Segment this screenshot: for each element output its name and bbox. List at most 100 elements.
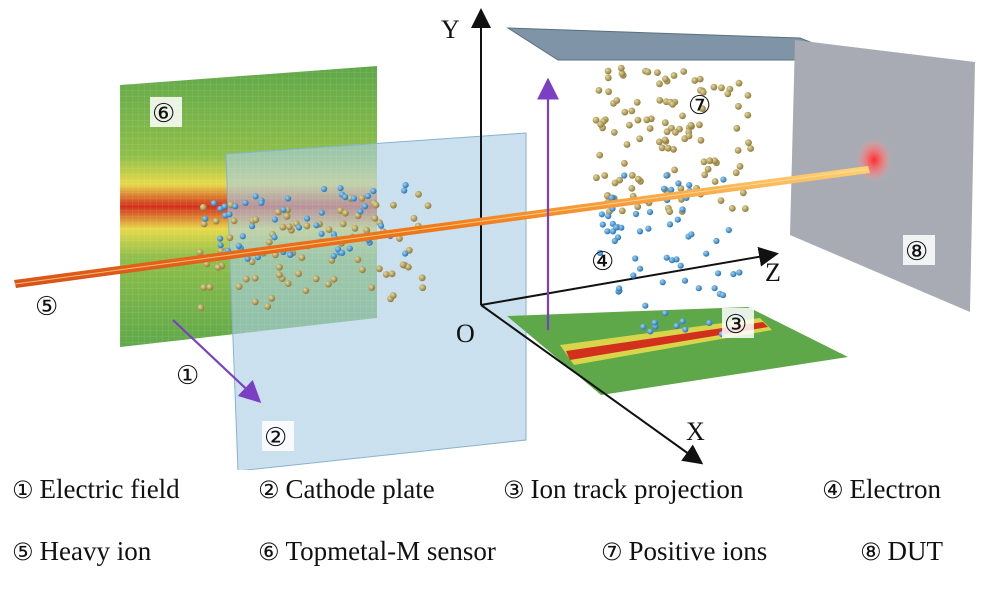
- positive-ion: [242, 275, 250, 283]
- positive-ion: [368, 284, 376, 291]
- legend-num: ①: [12, 476, 34, 504]
- electron: [330, 252, 337, 260]
- positive-ion: [661, 136, 669, 144]
- positive-ion: [252, 216, 260, 224]
- positive-ion: [680, 68, 688, 75]
- positive-ion: [295, 270, 302, 278]
- positive-ion: [679, 112, 686, 120]
- positive-ion: [330, 275, 338, 283]
- positive-ion: [677, 185, 685, 192]
- electron: [364, 192, 372, 200]
- electron: [242, 199, 249, 206]
- callout-8: ⑧: [905, 237, 928, 267]
- electron: [668, 257, 676, 264]
- positive-ion: [634, 116, 642, 124]
- electron: [402, 250, 409, 257]
- positive-ion: [741, 205, 749, 213]
- positive-ion: [621, 108, 629, 116]
- electron: [254, 254, 261, 261]
- legend-num: ④: [822, 476, 844, 504]
- electron: [636, 228, 644, 235]
- positive-ion: [735, 102, 742, 110]
- positive-ion: [732, 169, 740, 177]
- electron: [662, 310, 669, 317]
- positive-ion: [424, 202, 432, 210]
- positive-ion: [699, 105, 706, 113]
- callout-6: ⑥: [152, 99, 175, 129]
- electron: [642, 302, 649, 309]
- legend-num: ⑤: [12, 538, 34, 566]
- electron: [318, 209, 325, 216]
- electron: [221, 203, 228, 210]
- positive-ion: [214, 264, 222, 271]
- heavy-ion-beam: [14, 166, 870, 288]
- positive-ion: [342, 209, 349, 217]
- electron: [598, 211, 606, 218]
- positive-ion: [337, 207, 344, 214]
- positive-ion: [419, 284, 427, 292]
- electron: [342, 194, 349, 201]
- electron: [232, 203, 239, 210]
- electron: [217, 242, 224, 249]
- positive-ion: [613, 97, 621, 104]
- positive-ion: [264, 303, 272, 310]
- z-axis-label: Z: [765, 258, 781, 287]
- electron: [249, 223, 256, 230]
- positive-ion: [701, 171, 709, 179]
- positive-ion: [685, 132, 693, 140]
- positive-ion: [200, 220, 208, 228]
- electron: [613, 224, 620, 231]
- electron: [659, 279, 666, 286]
- callout-4: ④: [591, 247, 614, 277]
- positive-ion: [717, 197, 725, 205]
- positive-ion: [700, 158, 708, 166]
- positive-ion: [212, 217, 220, 225]
- positive-ion: [634, 203, 642, 211]
- electron: [318, 230, 325, 237]
- positive-ion: [302, 287, 310, 294]
- positive-ion: [668, 124, 675, 132]
- electron: [686, 182, 693, 189]
- electron: [632, 210, 640, 218]
- tpc-diagram: Y Z X O ⑥ ① ② ⑤ ④ ③ ⑦ ⑧: [14, 8, 975, 470]
- electron: [287, 251, 294, 258]
- positive-ion: [736, 162, 744, 170]
- y-axis-label: Y: [441, 15, 460, 44]
- electron: [621, 172, 628, 179]
- positive-ion: [672, 129, 679, 136]
- electron: [604, 228, 611, 235]
- positive-ion: [196, 248, 204, 256]
- legend-num: ⑧: [860, 538, 882, 566]
- electron: [668, 186, 675, 193]
- positive-ion: [644, 68, 652, 76]
- positive-ion: [303, 222, 311, 230]
- electron: [346, 245, 353, 252]
- electron: [608, 194, 615, 202]
- positive-ion: [710, 83, 718, 91]
- positive-ion: [285, 223, 293, 231]
- positive-ion: [718, 84, 725, 92]
- positive-ion: [388, 270, 396, 278]
- positive-ion: [389, 292, 397, 299]
- electron: [361, 203, 369, 210]
- positive-ion: [666, 208, 674, 216]
- z-axis: [480, 246, 779, 306]
- electron: [258, 199, 265, 206]
- positive-ion: [618, 207, 626, 215]
- positive-ion: [704, 165, 712, 173]
- electron: [611, 237, 618, 245]
- positive-ion: [670, 145, 677, 153]
- positive-ion: [696, 121, 703, 129]
- positive-ion: [325, 280, 332, 288]
- legend-num: ②: [258, 476, 280, 504]
- electron: [703, 250, 710, 257]
- positive-ion: [596, 151, 604, 159]
- ion-track-projection-plate: [507, 307, 848, 395]
- callout-1: ①: [176, 361, 199, 391]
- electron: [688, 231, 695, 238]
- electron: [663, 254, 670, 261]
- callout-5: ⑤: [35, 292, 58, 322]
- positive-ion: [655, 138, 663, 146]
